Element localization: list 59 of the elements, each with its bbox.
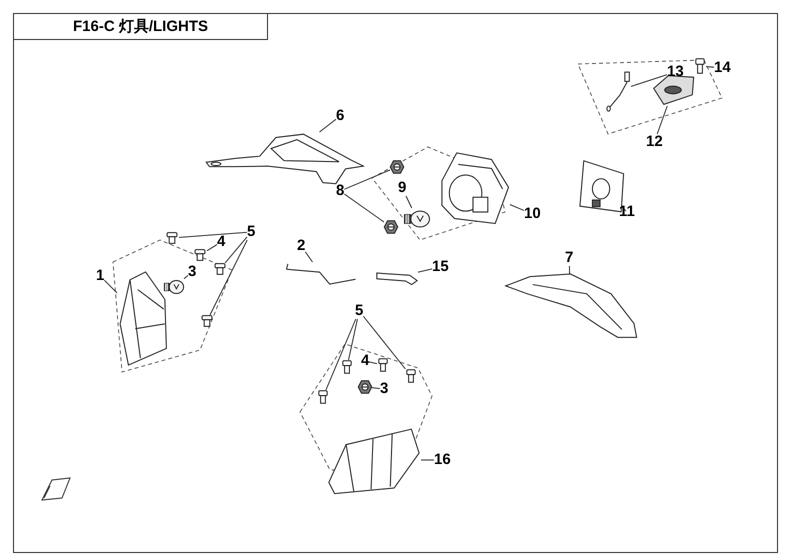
leader-line: [362, 316, 406, 370]
leader-line: [304, 251, 313, 262]
leader-line: [406, 196, 412, 208]
leader-line: [368, 361, 378, 364]
callout-number: 3: [380, 381, 388, 397]
leader-line: [348, 318, 358, 360]
leader-line: [510, 204, 524, 211]
wire-bracket-drawing: [285, 262, 357, 286]
screw-drawing: [377, 358, 389, 372]
leader-line: [630, 74, 668, 87]
screw-drawing: [200, 315, 214, 327]
nut-drawing: [390, 160, 404, 174]
bulb-drawing: [164, 278, 184, 296]
leader-line: [656, 106, 668, 134]
leader-line: [319, 118, 336, 132]
screw-drawing: [165, 232, 179, 244]
callout-number: 11: [619, 204, 635, 220]
bulb-drawing: [404, 208, 430, 230]
callout-number: 5: [355, 303, 364, 319]
leader-line: [104, 280, 118, 294]
callout-number: 16: [434, 452, 451, 468]
callout-number: 13: [667, 64, 684, 80]
nut-drawing: [358, 380, 372, 394]
leader-line: [344, 194, 384, 222]
leader-line: [326, 318, 356, 390]
callout-number: 15: [432, 259, 449, 275]
callout-number: 4: [361, 353, 370, 369]
callout-number: 4: [217, 234, 226, 250]
leader-line: [372, 387, 380, 390]
leader-line: [224, 236, 248, 264]
screw-drawing: [213, 263, 227, 275]
callout-number: 7: [565, 250, 574, 266]
nut-drawing: [384, 220, 398, 234]
leader-line: [706, 66, 714, 68]
callout-number: 14: [714, 60, 731, 76]
callout-number: 9: [398, 180, 406, 196]
callout-number: 6: [336, 108, 344, 124]
callout-number: 1: [96, 268, 104, 284]
callout-number: 5: [247, 224, 256, 240]
screw-drawing: [341, 360, 353, 374]
screw-drawing: [694, 58, 706, 74]
callout-number: 12: [646, 134, 663, 150]
screw-drawing: [317, 390, 329, 404]
leader-line: [344, 170, 390, 190]
leader-line: [568, 266, 570, 274]
leader-line: [210, 240, 248, 316]
screw-drawing: [405, 369, 417, 383]
rear-bracket-drawing: [503, 274, 638, 340]
leader-line: [178, 232, 248, 238]
leader-line: [418, 268, 432, 273]
callout-number: 3: [188, 264, 196, 280]
turn-signal-drawing: [117, 270, 169, 368]
leader-line: [184, 275, 188, 280]
callout-number: 10: [524, 206, 541, 222]
callout-number: 2: [297, 238, 306, 254]
leader-line: [206, 244, 218, 252]
callout-number: 8: [336, 183, 344, 199]
screw-drawing: [193, 249, 207, 261]
title: F16-C 灯具/LIGHTS: [13, 13, 268, 40]
